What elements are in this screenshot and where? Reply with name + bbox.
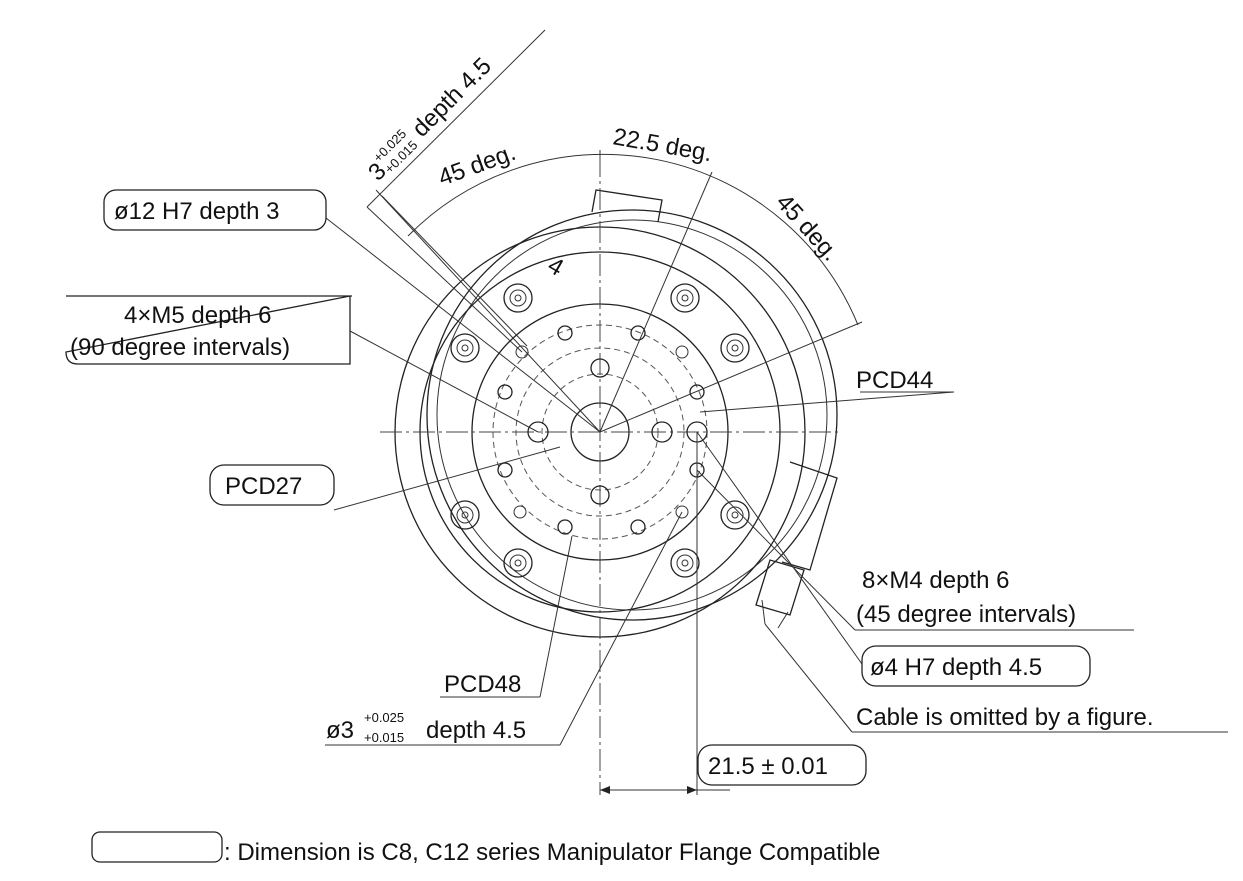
leader-m5 [349, 330, 539, 433]
cable-stub [761, 599, 789, 629]
label-cable-note: Cable is omitted by a figure. [856, 704, 1153, 731]
rear-housing-inner [436, 219, 828, 611]
angle-ext-line-mid [599, 171, 713, 433]
pin-ext-b [381, 195, 528, 347]
legend-text: : Dimension is C8, C12 series Manipulato… [224, 839, 880, 866]
hole-phi3-pin [675, 345, 689, 359]
hole-m4 [497, 384, 513, 400]
label-pcd48: PCD48 [444, 671, 521, 698]
hole-phi3-pin [513, 505, 527, 519]
leader-pcd27 [333, 446, 561, 511]
label-phi3-main: ø3 [326, 717, 354, 744]
label-21-5: 21.5 ± 0.01 [708, 753, 828, 780]
m5-counterbore-holes [450, 283, 750, 578]
legend: : Dimension is C8, C12 series Manipulato… [91, 831, 880, 866]
label-phi3-depth: depth 4.5 [426, 717, 526, 744]
connector-block [781, 461, 838, 571]
label-m4-line1: 8×M4 depth 6 [862, 567, 1009, 594]
pin-ext-a [366, 206, 523, 353]
counterbore-hole [720, 333, 750, 363]
label-phi3-tol-lower: +0.015 [364, 730, 404, 745]
counterbore-hole [670, 548, 700, 578]
connector-plug [755, 559, 805, 616]
label-box-m5 [65, 295, 352, 365]
top-3-depth: depth 4.5 [407, 53, 497, 143]
label-box-21-5 [697, 744, 867, 786]
center-lines [380, 155, 840, 795]
small-4-label: 4 [543, 252, 568, 282]
label-m5-line2: (90 degree intervals) [70, 334, 290, 361]
legend-box-sample [91, 831, 223, 863]
leader-phi12 [325, 217, 601, 433]
hole-m4 [630, 325, 646, 341]
angle-ext-line-right [599, 321, 863, 433]
leader-m4 [696, 469, 856, 631]
counterbore-hole [450, 333, 480, 363]
top-lug [591, 189, 663, 223]
hole-m4 [689, 384, 705, 400]
leader-lines [325, 217, 1228, 746]
counterbore-hole [450, 500, 480, 530]
counterbore-hole [720, 500, 750, 530]
counterbore-hole [503, 283, 533, 313]
angle-45-left-label: 45 deg. [435, 139, 519, 192]
hole-phi3-pin [515, 345, 529, 359]
flange-body [394, 189, 838, 638]
leader-phi3 [559, 511, 683, 746]
hole-m4 [557, 325, 573, 341]
angle-arc [407, 153, 859, 326]
label-phi4: ø4 H7 depth 4.5 [870, 654, 1042, 681]
pcd-holes [497, 325, 708, 535]
label-pcd27: PCD27 [225, 473, 302, 500]
label-phi12: ø12 H7 depth 3 [114, 198, 279, 225]
label-box-phi4 [861, 645, 1091, 687]
hole-m4 [497, 462, 513, 478]
dim-arrows [600, 786, 697, 794]
angle-45-right-label: 45 deg. [771, 189, 845, 267]
counterbore-hole [503, 548, 533, 578]
rear-housing-outline [426, 209, 838, 621]
hole-m5 [651, 421, 673, 443]
angle-ext-line-left [375, 189, 601, 433]
leader-pcd44 [699, 391, 955, 413]
hole-m5 [590, 485, 610, 505]
angle-dimensions: 45 deg. 22.5 deg. 45 deg. 4 3 +0.025 +0.… [363, 29, 863, 433]
label-phi3-tol-upper: +0.025 [364, 710, 404, 725]
hole-m5 [590, 358, 610, 378]
callout-labels: ø12 H7 depth 3 4×M5 depth 6 (90 degree i… [65, 189, 1153, 786]
counterbore-hole [670, 283, 700, 313]
dim-21-5 [600, 432, 730, 795]
label-m5-line1: 4×M5 depth 6 [124, 302, 271, 329]
leader-pcd48 [539, 535, 573, 698]
label-m4-line2: (45 degree intervals) [856, 601, 1076, 628]
hole-m4 [557, 519, 573, 535]
label-box-phi12 [103, 189, 327, 231]
hole-phi3-pin [675, 505, 689, 519]
hole-m5 [527, 421, 549, 443]
label-pcd44: PCD44 [856, 367, 933, 394]
hole-m4 [630, 519, 646, 535]
leader-cable [764, 623, 853, 733]
label-box-pcd27 [209, 464, 335, 506]
pin-dim-line [366, 29, 546, 208]
leader-phi4 [696, 431, 863, 665]
phi3-callout: ø3 +0.025 +0.015 depth 4.5 [326, 710, 526, 745]
